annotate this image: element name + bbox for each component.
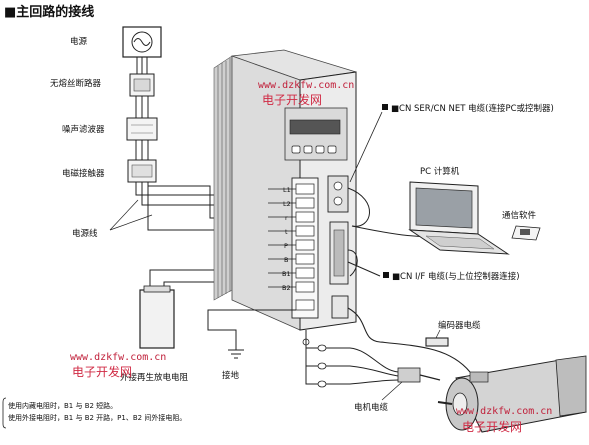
terminal-B2: B2: [282, 284, 291, 292]
diagram-title: ■主回路的接线: [4, 4, 94, 20]
noise-filter: [126, 117, 158, 141]
terminal-t: t: [285, 228, 288, 236]
power-source: [122, 26, 162, 58]
panel-buttons: [291, 145, 337, 154]
pc-label: PC 计算机: [420, 166, 460, 177]
terminal-L2: L2: [283, 200, 291, 208]
servo-motor: [437, 355, 587, 433]
notes-bracket: [2, 397, 7, 429]
cn-ser-connector: [327, 175, 349, 213]
power-label: 电源: [70, 36, 88, 47]
breaker-label: 无熔丝断路器: [50, 78, 102, 89]
terminal-P: P: [284, 242, 288, 250]
motor-cable-label: 电机电缆: [354, 402, 389, 413]
ground-label: 接地: [222, 370, 240, 381]
regen-resistor: [139, 285, 175, 349]
terminal-labels: L1 L2 r t P B B1 B2: [268, 186, 296, 292]
laptop-icon: [408, 181, 510, 255]
cn-ser-net-label: ■CN SER/CN NET 电缆(连接PC或控制器): [391, 103, 554, 114]
circuit-breaker: [129, 73, 155, 97]
sine-wave-icon: [133, 38, 151, 46]
note-line-2: 使用外接电阻时，B1 与 B2 开路，P1、B2 间外接电阻。: [8, 413, 186, 422]
cn-if-label: ■CN I/F 电缆(与上位控制器连接): [392, 271, 520, 282]
ground-symbol: [207, 309, 296, 359]
contactor-label: 电磁接触器: [62, 168, 105, 179]
note-line-1: 使用内藏电阻时，B1 与 B2 短路。: [8, 401, 117, 410]
terminal-L1: L1: [283, 186, 291, 194]
motor-cable: [305, 330, 441, 388]
comm-software-label: 通信软件: [502, 210, 537, 221]
terminal-B: B: [284, 256, 288, 264]
watermark-url-left: www.dzkfw.com.cn: [70, 352, 166, 363]
noise-filter-label: 噪声滤波器: [62, 124, 105, 135]
encoder-cable-label: 编码器电缆: [438, 320, 481, 331]
terminal-r: r: [285, 214, 288, 222]
servo-drive: [213, 49, 357, 346]
cn-if-cable: [347, 249, 381, 277]
watermark-cn-top: 电子开发网: [262, 92, 322, 107]
watermark-url-bottom: www.dzkfw.com.cn: [456, 406, 552, 417]
watermark-cn-bottom: 电子开发网: [462, 419, 522, 434]
terminal-B1: B1: [282, 270, 291, 278]
regen-resistor-label: 外接再生放电电阻: [120, 372, 189, 383]
watermark-cn-left: 电子开发网: [72, 364, 132, 379]
magnetic-contactor: [127, 159, 157, 183]
encoder-cable: [347, 307, 471, 373]
watermark-url-top: www.dzkfw.com.cn: [258, 80, 354, 91]
led-display: [289, 119, 341, 135]
encoder-connector: [331, 295, 349, 319]
software-disk-icon: [511, 225, 541, 241]
power-cable-label: 电源线: [72, 228, 98, 239]
